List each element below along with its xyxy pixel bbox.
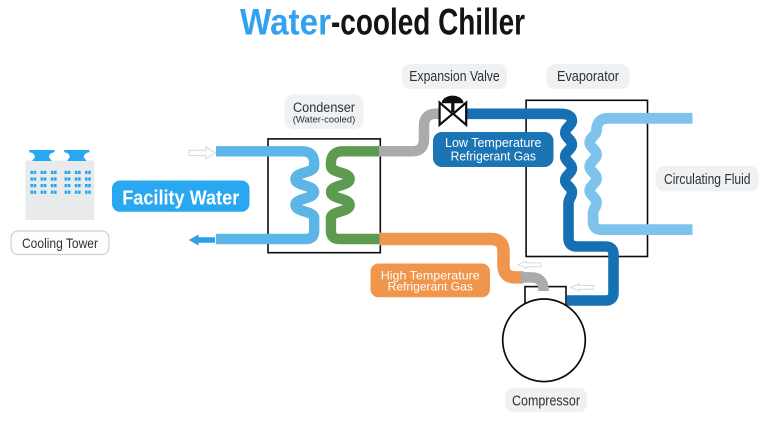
svg-text:Water: Water [240,2,331,43]
svg-text:High Temperature: High Temperature [381,269,480,283]
svg-text:(Water-cooled): (Water-cooled) [293,115,356,126]
svg-text:-cooled Chiller: -cooled Chiller [331,2,525,43]
svg-text:Evaporator: Evaporator [557,69,619,85]
svg-text:Expansion Valve: Expansion Valve [409,69,500,85]
svg-text:Condenser: Condenser [293,100,355,115]
svg-text:Low Temperature: Low Temperature [445,136,542,150]
svg-text:Compressor: Compressor [512,393,580,410]
svg-text:Refrigerant Gas: Refrigerant Gas [451,150,536,164]
svg-text:Circulating Fluid: Circulating Fluid [664,172,751,188]
svg-text:Refrigerant Gas: Refrigerant Gas [388,280,473,294]
svg-text:Facility Water: Facility Water [122,187,239,209]
svg-text:Cooling Tower: Cooling Tower [22,235,98,251]
